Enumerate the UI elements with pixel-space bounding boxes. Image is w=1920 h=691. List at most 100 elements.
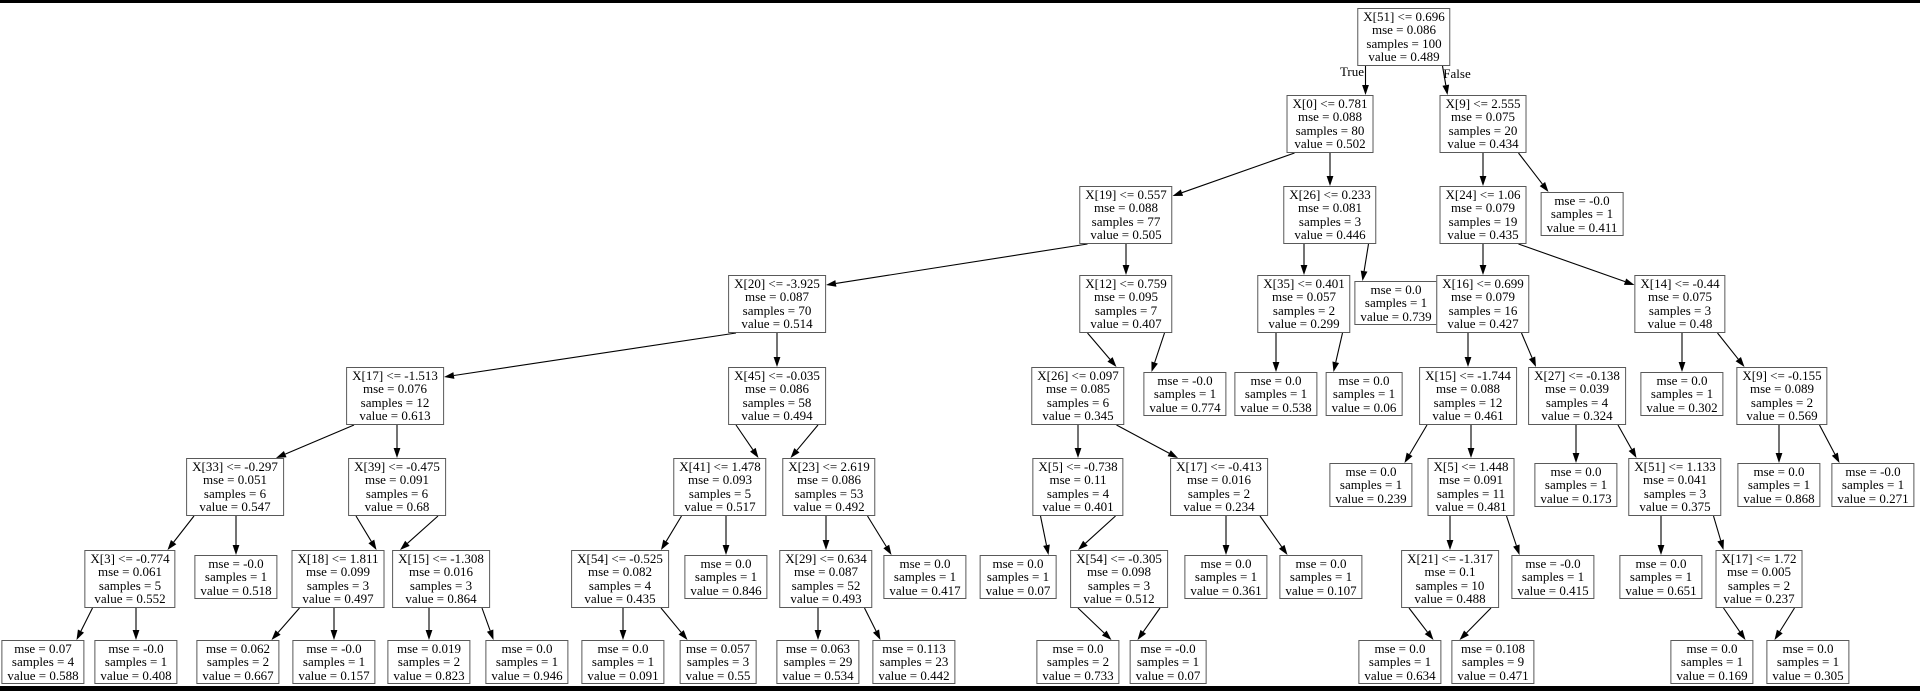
node-text-line: value = 0.68	[364, 499, 430, 515]
edge-arrowhead	[1222, 545, 1230, 555]
node-text-line: mse = 0.079	[1450, 289, 1516, 305]
node-text-line: mse = 0.075	[1647, 289, 1713, 305]
node-text-line: samples = 23	[879, 654, 949, 670]
node-text-line: samples = 12	[360, 394, 430, 410]
node-text-line: samples = 4	[11, 654, 75, 670]
node-text-line: value = 0.435	[1447, 227, 1519, 243]
node-text-line: X[9] <= -0.155	[1742, 368, 1822, 383]
node-text-line: value = 0.07	[1135, 667, 1201, 683]
tree-edge	[1409, 424, 1428, 455]
tree-edge	[1617, 424, 1633, 450]
node-text-line: mse = 0.0	[1250, 373, 1302, 388]
node-text-line: value = 0.107	[1285, 582, 1357, 598]
node-text-line: X[18] <= 1.811	[297, 551, 379, 566]
tree-edge	[1087, 332, 1111, 360]
node-text-line: value = 0.471	[1457, 667, 1529, 683]
node-text-line: X[12] <= 0.759	[1085, 276, 1167, 291]
edge-arrowhead	[750, 447, 759, 458]
node-text-line: mse = 0.051	[202, 472, 268, 488]
node-text-line: samples = 1	[1244, 386, 1308, 402]
node-text-line: samples = 1	[1776, 654, 1840, 670]
node-text-line: value = 0.299	[1268, 316, 1340, 332]
node-text-line: samples = 52	[791, 577, 861, 593]
node-text-line: mse = 0.079	[1450, 200, 1516, 216]
node-text-line: samples = 6	[203, 485, 267, 501]
node-text-line: value = 0.157	[298, 667, 370, 683]
node-text-line: mse = 0.0	[597, 641, 649, 656]
node-text-line: X[51] <= 0.696	[1363, 9, 1445, 24]
node-text-line: mse = 0.091	[364, 472, 430, 488]
tree-edge	[1363, 243, 1370, 272]
node-text-line: samples = 19	[1448, 213, 1518, 229]
node-text-line: mse = -0.0	[1140, 641, 1196, 656]
tree-edge	[1039, 515, 1048, 546]
tree-edge	[1142, 607, 1161, 633]
node-text-line: samples = 2	[1187, 485, 1251, 501]
node-text-line: X[27] <= -0.138	[1534, 368, 1620, 383]
node-text-line: value = 0.488	[1414, 591, 1486, 607]
node-text-line: X[41] <= 1.478	[679, 459, 761, 474]
node-text-line: X[23] <= 2.619	[788, 459, 870, 474]
node-text-line: samples = 5	[688, 485, 752, 501]
node-text-line: mse = 0.0	[1656, 373, 1708, 388]
node-text-line: samples = 7	[1094, 302, 1158, 318]
edge-arrowhead	[1074, 448, 1082, 458]
edge-arrowhead	[619, 630, 627, 640]
node-text-line: value = 0.48	[1647, 316, 1713, 332]
node-text-line: samples = 1	[1521, 569, 1585, 585]
node-text-line: mse = 0.085	[1045, 381, 1111, 397]
tree-edge	[284, 424, 355, 455]
node-text-line: samples = 1	[1550, 206, 1614, 222]
top-border-bar	[0, 0, 1920, 3]
node-text-line: value = 0.169	[1676, 667, 1748, 683]
node-text-line: X[17] <= -1.513	[352, 368, 438, 383]
node-text-line: value = 0.774	[1149, 399, 1221, 415]
edge-arrowhead	[271, 630, 281, 640]
edge-label-true: True	[1339, 64, 1365, 79]
edge-arrowhead	[790, 448, 800, 458]
node-text-line: X[33] <= -0.297	[192, 459, 278, 474]
tree-edge	[1518, 152, 1543, 185]
node-text-line: X[17] <= 1.72	[1721, 551, 1797, 566]
node-text-line: value = 0.345	[1042, 408, 1114, 424]
node-text-line: samples = 11	[1436, 485, 1506, 501]
node-text-line: mse = 0.005	[1726, 564, 1792, 580]
node-text-line: samples = 1	[1289, 569, 1353, 585]
node-text-line: samples = 2	[1750, 394, 1814, 410]
node-text-line: mse = 0.0	[1686, 641, 1738, 656]
edge-arrowhead	[486, 629, 494, 640]
node-text-line: value = 0.239	[1335, 490, 1407, 506]
tree-edge	[1154, 332, 1166, 363]
node-text-line: samples = 1	[1136, 654, 1200, 670]
node-text-line: mse = 0.0	[1345, 464, 1397, 479]
node-text-line: value = 0.505	[1090, 227, 1162, 243]
edge-arrowhead	[773, 357, 781, 367]
edge-arrowhead	[1360, 270, 1368, 281]
node-text-line: X[29] <= 0.634	[785, 551, 867, 566]
edge-arrowhead	[1737, 629, 1746, 640]
node-text-line: samples = 10	[1415, 577, 1485, 593]
node-text-line: value = 0.489	[1368, 49, 1440, 65]
node-text-line: value = 0.234	[1183, 499, 1255, 515]
tree-edge	[1518, 243, 1626, 283]
node-text-line: value = 0.492	[793, 499, 865, 515]
edge-arrowhead	[1300, 265, 1308, 275]
node-text-line: value = 0.613	[359, 408, 431, 424]
node-text-line: samples = 100	[1366, 35, 1442, 51]
node-text-line: samples = 80	[1295, 122, 1365, 138]
